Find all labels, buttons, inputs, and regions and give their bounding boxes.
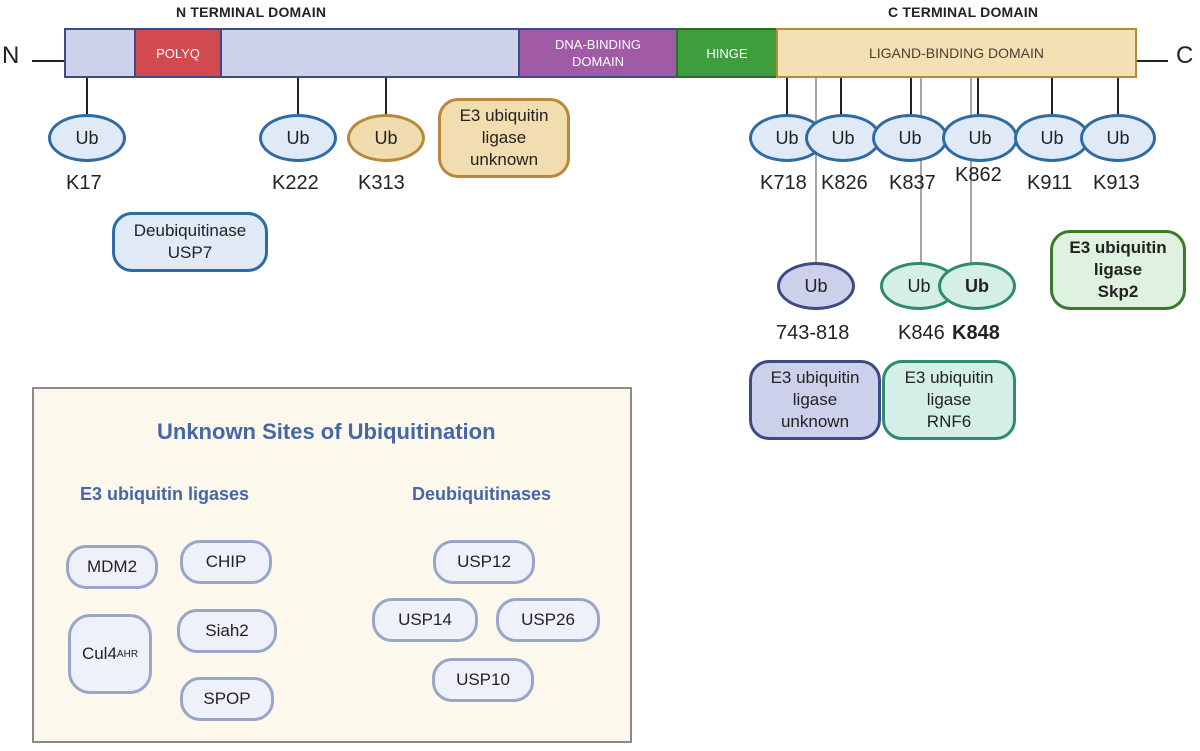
k718-connector bbox=[786, 78, 788, 116]
n-terminal-domain-header: N TERMINAL DOMAIN bbox=[176, 4, 327, 20]
ligand-binding-domain: LIGAND-BINDING DOMAIN bbox=[776, 28, 1137, 78]
site-743-818: 743-818 bbox=[776, 322, 850, 344]
panel-title: Unknown Sites of Ubiquitination bbox=[157, 419, 496, 444]
site-k848: K848 bbox=[952, 322, 1000, 344]
ub-k848: Ub bbox=[938, 262, 1016, 310]
site-k846: K846 bbox=[898, 322, 945, 344]
site-k313: K313 bbox=[358, 172, 405, 194]
hinge-domain: HINGE bbox=[676, 28, 778, 78]
dub-usp12: USP12 bbox=[433, 540, 535, 584]
c-terminus-label: C bbox=[1176, 42, 1194, 69]
k222-connector bbox=[297, 78, 299, 116]
e3-siah2: Siah2 bbox=[177, 609, 277, 653]
k848-connector bbox=[970, 78, 972, 264]
dub-usp10: USP10 bbox=[432, 658, 534, 702]
k862-connector bbox=[977, 78, 979, 116]
c-terminus-line bbox=[1137, 60, 1168, 62]
e3-chip: CHIP bbox=[180, 540, 272, 584]
dna-binding-domain: DNA-BINDING DOMAIN bbox=[518, 28, 678, 78]
e3-ligases-heading: E3 ubiquitin ligases bbox=[80, 484, 250, 504]
n-terminus-line bbox=[32, 60, 65, 62]
c-terminal-domain-header: C TERMINAL DOMAIN bbox=[888, 4, 1039, 20]
k911-connector bbox=[1051, 78, 1053, 116]
ub-k837: Ub bbox=[872, 114, 948, 162]
n-terminus-label: N bbox=[2, 42, 20, 69]
dub-usp14: USP14 bbox=[372, 598, 478, 642]
site-k911: K911 bbox=[1027, 172, 1073, 194]
dub-usp26: USP26 bbox=[496, 598, 600, 642]
ub-k718: Ub bbox=[749, 114, 825, 162]
ub-k17: Ub bbox=[48, 114, 126, 162]
k17-connector bbox=[86, 78, 88, 116]
site-k837: K837 bbox=[889, 172, 936, 194]
site-k718: K718 bbox=[760, 172, 807, 194]
e3-ligase-skp2: E3 ubiquitin ligase Skp2 bbox=[1050, 230, 1186, 310]
ub-k313: Ub bbox=[347, 114, 425, 162]
k846-connector bbox=[920, 78, 922, 264]
site-k826: K826 bbox=[821, 172, 868, 194]
site-k222: K222 bbox=[272, 172, 319, 194]
cul4-label: Cul4 bbox=[81, 644, 117, 663]
deubiquitinase-usp7: Deubiquitinase USP7 bbox=[112, 212, 268, 272]
k313-connector bbox=[385, 78, 387, 116]
cul4-superscript: AHR bbox=[116, 648, 139, 660]
n-terminal-segment-2 bbox=[220, 28, 520, 78]
e3-spop: SPOP bbox=[180, 677, 274, 721]
ub-k862: Ub bbox=[942, 114, 1018, 162]
site-k913: K913 bbox=[1093, 172, 1140, 194]
k837-connector bbox=[910, 78, 912, 116]
ub-k913: Ub bbox=[1080, 114, 1156, 162]
n-terminal-segment-1 bbox=[64, 28, 136, 78]
e3-ligase-unknown-k313: E3 ubiquitin ligase unknown bbox=[438, 98, 570, 178]
ub-k826: Ub bbox=[805, 114, 881, 162]
e3-ligase-unknown-743-818: E3 ubiquitin ligase unknown bbox=[749, 360, 881, 440]
site-k17: K17 bbox=[66, 172, 102, 194]
region-743-818-connector bbox=[815, 78, 817, 264]
e3-mdm2: MDM2 bbox=[66, 545, 158, 589]
k913-connector bbox=[1117, 78, 1119, 116]
ub-region-743-818: Ub bbox=[777, 262, 855, 310]
site-k862: K862 bbox=[955, 164, 1002, 186]
e3-ligase-rnf6: E3 ubiquitin ligase RNF6 bbox=[882, 360, 1016, 440]
ub-k911: Ub bbox=[1014, 114, 1090, 162]
deubiquitinases-heading: Deubiquitinases bbox=[412, 484, 552, 504]
k826-connector bbox=[840, 78, 842, 116]
ub-k222: Ub bbox=[259, 114, 337, 162]
polyq-domain: POLYQ bbox=[134, 28, 222, 78]
